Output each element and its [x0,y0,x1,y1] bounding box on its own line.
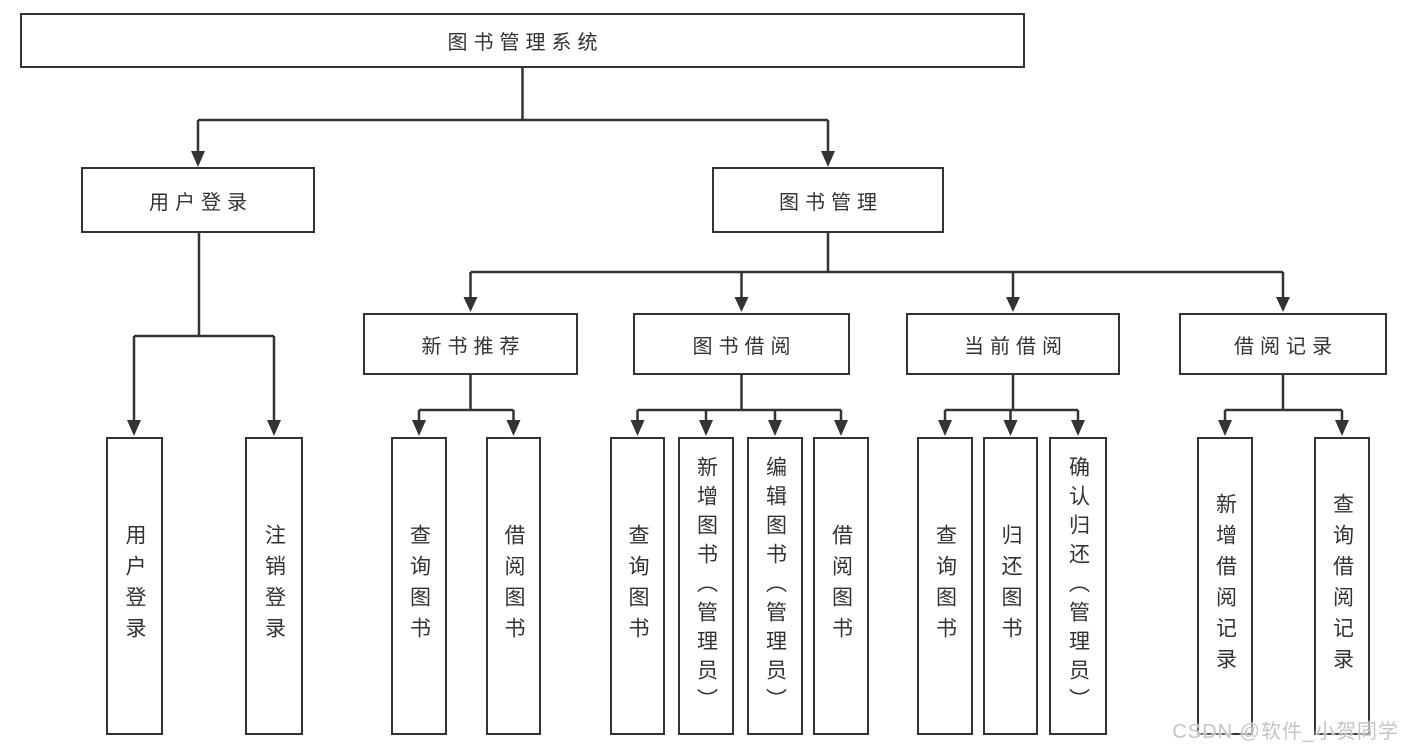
leaf-add-book-label: 新增图书（管理员） [694,455,718,717]
node-root-label: 图书管理系统 [447,32,604,54]
leaf-query-book-2-label: 查询图书 [626,524,649,648]
edge-root-to-level2 [191,68,835,167]
node-borrow-records-label: 借阅记录 [1234,335,1338,358]
leaf-logout-label: 注销登录 [262,524,286,648]
csdn-watermark: CSDN @软件_小贺同学 [1172,721,1399,743]
leaf-confirm-return: 确认归还（管理员） [1049,437,1107,735]
leaf-borrow-book-2-label: 借阅图书 [829,524,853,648]
node-user-login-label: 用户登录 [149,191,253,214]
leaf-query-book-3-label: 查询图书 [933,524,957,648]
node-book-mgmt-label: 图书管理 [779,191,883,214]
leaf-return-book: 归还图书 [983,437,1038,735]
node-book-borrow-label: 图书借阅 [692,335,797,358]
leaf-borrow-book-1-label: 借阅图书 [502,524,525,648]
node-current-borrow: 当前借阅 [906,313,1120,375]
leaf-query-record: 查询借阅记录 [1314,437,1370,735]
node-user-login: 用户登录 [81,167,315,233]
leaf-user-login-label: 用户登录 [123,524,146,648]
edge-new-book-rec-children [412,375,521,436]
leaf-query-book-3: 查询图书 [917,437,973,735]
leaf-query-book-2: 查询图书 [610,437,665,735]
leaf-edit-book-label: 编辑图书（管理员） [763,455,787,717]
node-new-book-rec: 新书推荐 [363,313,578,375]
leaf-return-book-label: 归还图书 [999,524,1022,648]
edge-current-borrow-children [938,375,1085,436]
leaf-confirm-return-label: 确认归还（管理员） [1066,455,1090,717]
edge-book-mgmt-children [463,233,1290,312]
edge-book-borrow-children [630,375,848,436]
leaf-borrow-book-1: 借阅图书 [486,437,541,735]
leaf-add-book: 新增图书（管理员） [678,437,734,735]
edge-user-login-children [127,233,281,436]
node-current-borrow-label: 当前借阅 [964,335,1068,358]
leaf-add-record: 新增借阅记录 [1197,437,1253,735]
leaf-edit-book: 编辑图书（管理员） [747,437,803,735]
leaf-logout: 注销登录 [245,437,303,735]
node-book-borrow: 图书借阅 [633,313,850,375]
leaf-user-login: 用户登录 [106,437,163,735]
node-borrow-records: 借阅记录 [1179,313,1387,375]
leaf-query-record-label: 查询借阅记录 [1330,493,1354,679]
leaf-add-record-label: 新增借阅记录 [1213,493,1237,679]
leaf-query-book-1-label: 查询图书 [407,524,431,648]
node-new-book-rec-label: 新书推荐 [421,335,526,358]
leaf-query-book-1: 查询图书 [391,437,447,735]
edge-borrow-records-children [1218,375,1349,436]
leaf-borrow-book-2: 借阅图书 [813,437,869,735]
node-root: 图书管理系统 [20,13,1025,68]
node-book-mgmt: 图书管理 [712,167,944,233]
